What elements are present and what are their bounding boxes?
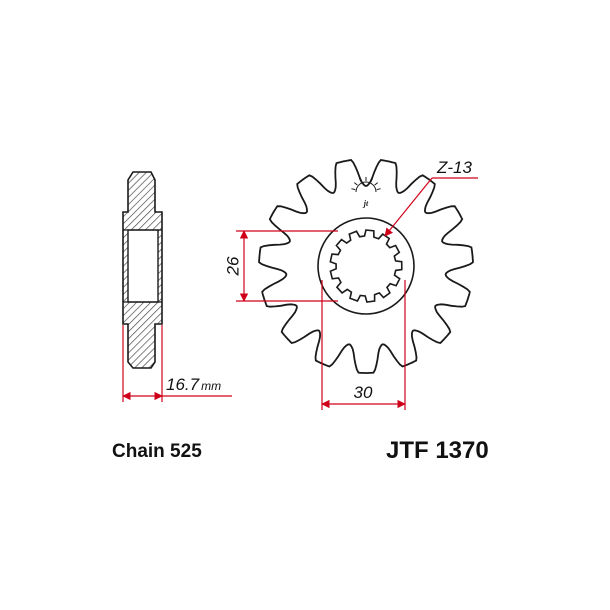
logo-text: jt bbox=[362, 199, 369, 208]
logo-arc bbox=[355, 181, 377, 193]
thickness-unit: mm bbox=[201, 379, 221, 393]
logo-ray bbox=[370, 178, 373, 183]
part-number-label: JTF 1370 bbox=[386, 437, 489, 464]
spline-count-label: Z-13 bbox=[436, 158, 473, 177]
height-value: 26 bbox=[223, 256, 242, 276]
svg-text:16.7mm: 16.7mm bbox=[166, 375, 221, 394]
sprocket-front-view bbox=[258, 159, 474, 374]
thickness-value: 16.7 bbox=[166, 375, 200, 394]
side-profile-hub-bore bbox=[127, 229, 159, 303]
spline-callout-leader bbox=[384, 177, 433, 237]
logo-ray bbox=[353, 182, 358, 186]
height-dimension: 26 bbox=[223, 230, 338, 302]
logo-ray bbox=[359, 178, 362, 183]
jt-logo: jt bbox=[351, 177, 381, 208]
logo-ray bbox=[376, 188, 381, 191]
logo-ray bbox=[374, 182, 379, 186]
width-dimension: 30 bbox=[321, 280, 406, 410]
sprocket-side-profile bbox=[122, 171, 163, 369]
spline-count-callout: Z-13 bbox=[384, 158, 478, 237]
logo-ray bbox=[351, 188, 356, 191]
chain-size-label: Chain 525 bbox=[112, 441, 202, 462]
spline-bore bbox=[329, 229, 403, 303]
hub-ring bbox=[317, 217, 415, 315]
width-value: 30 bbox=[354, 383, 373, 402]
